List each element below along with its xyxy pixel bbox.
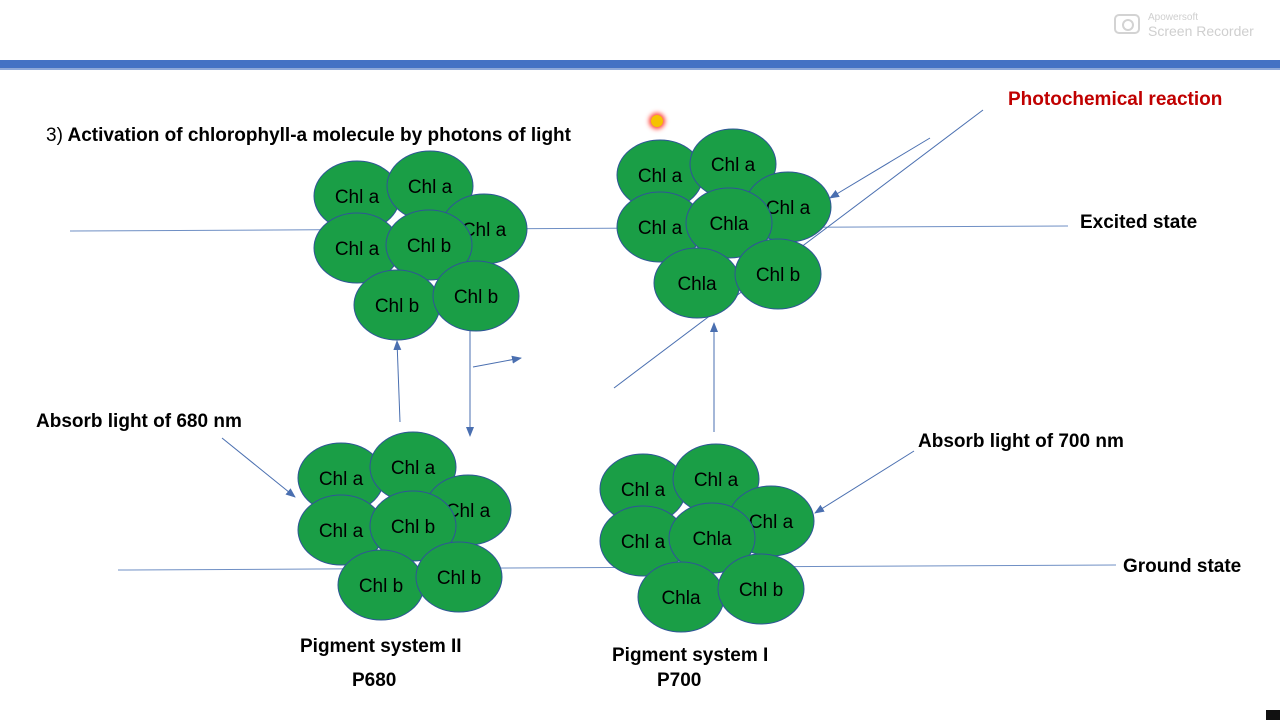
watermark-product: Screen Recorder [1148, 23, 1254, 39]
chlorophyll-label: Chl a [462, 220, 507, 241]
corner-mark [1266, 710, 1280, 720]
chlorophyll-label: Chl a [621, 532, 666, 553]
chlorophyll-label: Chl a [694, 470, 739, 491]
chlorophyll-label: Chl b [437, 568, 481, 589]
chlorophyll-label: Chl b [739, 580, 783, 601]
excited-state-label: Excited state [1080, 212, 1198, 233]
chlorophyll-label: Chl a [638, 218, 683, 239]
chlorophyll-label: Chl a [638, 166, 683, 187]
cluster-psii-excited: Chl a Chl a Chl a Chl a Chl b Chl b Chl b [313, 150, 528, 341]
chlorophyll-label: Chl a [335, 187, 380, 208]
chlorophyll-label: Chl a [319, 521, 364, 542]
heading-text: Activation of chlorophyll-a molecule by … [67, 125, 571, 146]
absorb-700-arrow [814, 450, 915, 514]
header-accent-bar [0, 60, 1280, 68]
absorb-680-label: Absorb light of 680 nm [36, 411, 242, 432]
chlorophyll-label: Chla [677, 274, 717, 295]
chlorophyll-label: Chl a [749, 512, 794, 533]
heading-number: 3) [46, 125, 63, 146]
psii-code-label: P680 [352, 670, 397, 691]
chlorophyll-label: Chl a [711, 155, 756, 176]
recorder-watermark: Apowersoft Screen Recorder [1114, 12, 1274, 42]
ground-state-label: Ground state [1123, 556, 1242, 577]
slide-heading: 3) Activation of chlorophyll-a molecule … [46, 125, 571, 147]
watermark-brand: Apowersoft [1148, 12, 1199, 23]
chlorophyll-molecule [385, 209, 473, 281]
psii-excitation-arrow [393, 340, 402, 423]
chlorophyll-label: Chl b [375, 296, 419, 317]
chlorophyll-molecule [415, 541, 503, 613]
electron-transfer-arrow [472, 355, 522, 368]
chlorophyll-label: Chla [661, 588, 701, 609]
chlorophyll-label: Chl b [407, 236, 451, 257]
psi-code-label: P700 [657, 670, 702, 691]
header-accent-bar-shadow [0, 68, 1280, 70]
chlorophyll-label: Chl b [359, 576, 403, 597]
chlorophyll-molecule [734, 238, 822, 310]
chlorophyll-label: Chl a [335, 239, 380, 260]
chlorophyll-label: Chl a [319, 469, 364, 490]
chlorophyll-label: Chl a [766, 198, 811, 219]
chlorophyll-label: Chl b [756, 265, 800, 286]
chlorophyll-label: Chl a [391, 458, 436, 479]
chlorophyll-molecule [432, 260, 520, 332]
chlorophyll-label: Chla [692, 529, 732, 550]
chlorophyll-label: Chl a [446, 501, 491, 522]
absorb-700-label: Absorb light of 700 nm [918, 431, 1124, 452]
chlorophyll-molecule [685, 187, 773, 259]
cluster-psii-ground: Chl a Chl a Chl a Chl a Chl b Chl b Chl b [297, 431, 512, 621]
photochemical-arrow-line [829, 137, 931, 199]
absorb-680-arrow [221, 437, 296, 498]
chlorophyll-label: Chl b [454, 287, 498, 308]
chlorophyll-molecule [717, 553, 805, 625]
chlorophyll-label: Chl b [391, 517, 435, 538]
chlorophyll-label: Chl a [621, 480, 666, 501]
camera-icon [1114, 14, 1140, 34]
chlorophyll-label: Chla [709, 214, 749, 235]
psii-name-label: Pigment system II [300, 636, 462, 657]
psi-name-label: Pigment system I [612, 645, 769, 666]
chlorophyll-label: Chl a [408, 177, 453, 198]
photochemical-reaction-label: Photochemical reaction [1008, 89, 1223, 110]
cursor-highlight [651, 115, 663, 127]
excited-state-line [69, 225, 1069, 232]
